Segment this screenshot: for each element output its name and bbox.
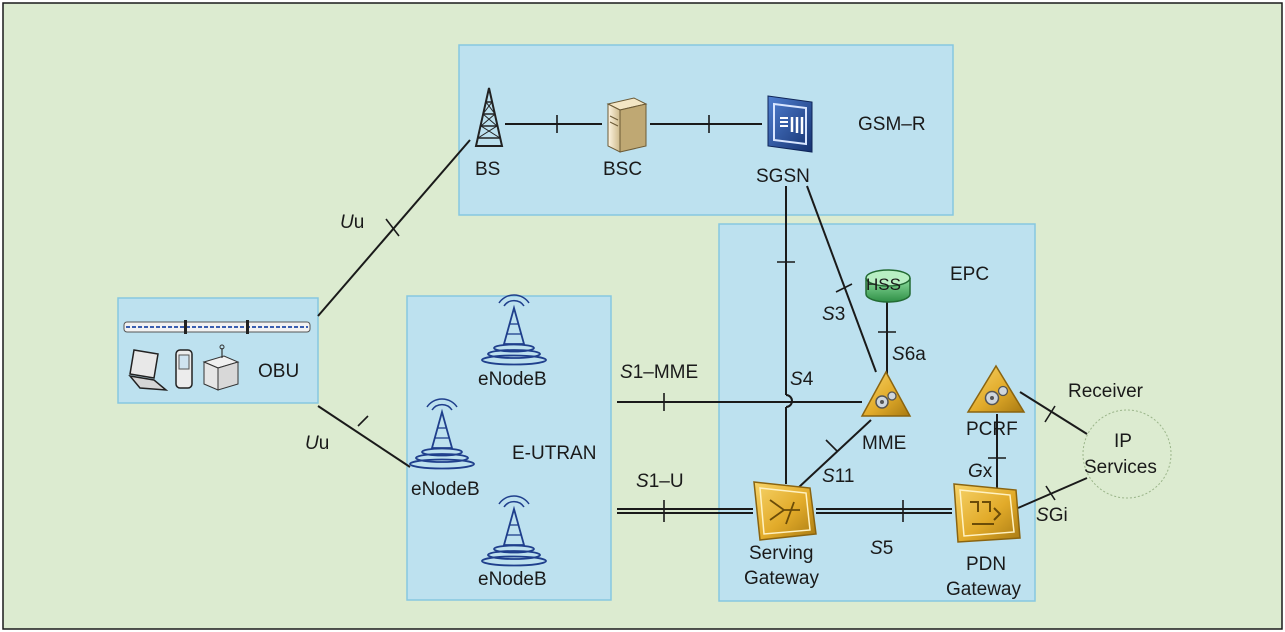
ip-services-label-line2: Services xyxy=(1084,457,1157,478)
gear-triangle-icon xyxy=(966,364,1026,413)
links xyxy=(317,123,1088,514)
gateway-icon xyxy=(753,481,817,541)
sgi-interface-label: SGi xyxy=(1036,505,1068,526)
s11-link xyxy=(797,419,872,489)
gsm-r-region-label: GSM–R xyxy=(858,114,926,135)
tick xyxy=(1045,485,1056,501)
hss-label: HSS xyxy=(866,275,901,294)
mme-label: MME xyxy=(862,433,906,454)
enodeb-tower-icon xyxy=(409,398,475,470)
gx-interface-label: Gx xyxy=(968,461,993,482)
s3-interface-label: S3 xyxy=(822,304,845,325)
uu-bottom-link xyxy=(317,405,411,468)
interface-ticks xyxy=(357,115,1056,522)
s11-interface-label: S11 xyxy=(822,466,854,487)
tick xyxy=(1044,405,1056,423)
epc-region-label: EPC xyxy=(950,264,989,285)
gateway-icon xyxy=(953,483,1021,543)
tick xyxy=(357,415,369,427)
uu-top-interface-label: Uu xyxy=(340,212,364,233)
sgi-link xyxy=(1017,477,1088,509)
bs-label: BS xyxy=(475,159,500,180)
bsc-label: BSC xyxy=(603,159,642,180)
e-utran-region-label: E-UTRAN xyxy=(512,443,596,464)
gear-triangle-icon xyxy=(860,370,912,417)
s5-interface-label: S5 xyxy=(870,538,893,559)
ip-services-cloud xyxy=(1082,409,1172,499)
sgsn-router-icon xyxy=(767,95,813,153)
receiver-label: Receiver xyxy=(1068,381,1144,402)
pcrf-label: PCRF xyxy=(966,419,1018,440)
onboard-device-icon xyxy=(202,344,240,391)
enodeb-tower-icon xyxy=(481,294,547,366)
phone-icon xyxy=(175,349,193,389)
cell-tower-icon xyxy=(474,87,504,147)
laptop-icon xyxy=(128,349,169,391)
tick xyxy=(835,283,853,293)
gsm-r-region xyxy=(458,44,954,216)
uu-top-link xyxy=(317,139,471,317)
uu-bottom-interface-label: Uu xyxy=(305,433,329,454)
enodeb-bottom-label: eNodeB xyxy=(478,569,547,590)
enodeb-tower-icon xyxy=(481,495,547,567)
pdn-gateway-label-line1: PDN xyxy=(966,554,1006,575)
s6a-interface-label: S6a xyxy=(892,344,926,365)
s1-u-interface-label: S1–U xyxy=(636,471,684,492)
serving-gateway-label-line2: Gateway xyxy=(744,568,819,589)
serving-gateway-label-line1: Serving xyxy=(749,543,813,564)
enodeb-top-label: eNodeB xyxy=(478,369,547,390)
receiver-link xyxy=(1019,391,1088,435)
train-icon xyxy=(123,320,311,334)
tick xyxy=(825,439,838,452)
labels: GSM–R EPC E-UTRAN BS BSC SGSN HSS OBU eN… xyxy=(258,114,1157,600)
server-icon xyxy=(606,97,648,153)
sgsn-label: SGSN xyxy=(756,166,810,187)
s4-interface-label: S4 xyxy=(790,369,814,390)
s3-link xyxy=(806,185,877,373)
pdn-gateway-label-line2: Gateway xyxy=(946,579,1021,600)
s1-mme-interface-label: S1–MME xyxy=(620,362,698,383)
ip-services-label-line1: IP xyxy=(1114,431,1132,452)
obu-label: OBU xyxy=(258,361,299,382)
tick xyxy=(385,218,400,237)
enodeb-mid-label: eNodeB xyxy=(411,479,480,500)
database-icon xyxy=(865,269,911,303)
